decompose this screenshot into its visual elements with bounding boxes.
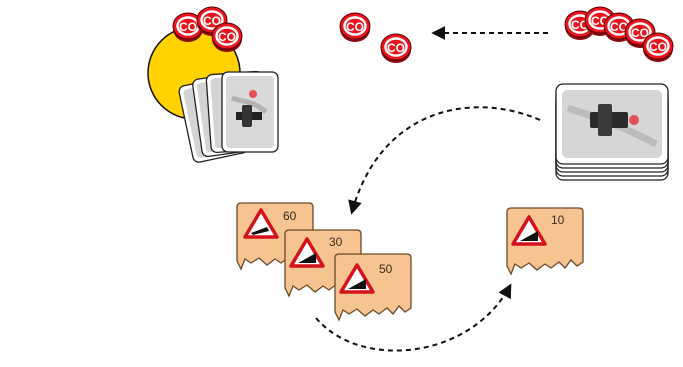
co-token-label: CO xyxy=(346,20,364,34)
co-token[interactable]: CO xyxy=(338,11,372,44)
race-car-icon xyxy=(566,104,658,148)
slope-card[interactable]: 60 xyxy=(236,202,314,270)
co-token[interactable]: CO xyxy=(602,11,636,44)
co-token[interactable]: CO xyxy=(641,31,675,64)
co-token-label: CO xyxy=(387,41,405,55)
co-token-moved: CO CO xyxy=(338,11,413,65)
slope-card-value: 60 xyxy=(283,209,297,223)
player-co-tokens: CO CO CO xyxy=(171,5,244,54)
hand-cards xyxy=(178,70,279,163)
co-token-label: CO xyxy=(179,20,197,34)
draw-deck[interactable] xyxy=(555,83,669,181)
co-token-label: CO xyxy=(649,40,667,54)
co-token[interactable]: CO xyxy=(623,17,657,50)
move-arrow-deck xyxy=(348,106,541,215)
co-token-label: CO xyxy=(610,20,628,34)
co-token[interactable]: CO xyxy=(563,9,597,42)
co-token-label: CO xyxy=(571,18,589,32)
co-token-label: CO xyxy=(203,14,221,28)
hand-card-top[interactable] xyxy=(221,71,279,153)
slope-card-destination[interactable]: 10 xyxy=(506,207,584,275)
co-token[interactable]: CO xyxy=(379,32,413,65)
co-token[interactable]: CO xyxy=(171,11,205,44)
slope-card[interactable]: 30 xyxy=(284,229,362,297)
co-token-supply: CO CO CO CO CO xyxy=(563,5,675,64)
co-token-label: CO xyxy=(631,26,649,40)
slope-card-value: 30 xyxy=(329,235,343,249)
slope-card[interactable]: 50 xyxy=(334,253,412,321)
co-token[interactable]: CO xyxy=(210,21,244,54)
race-car-icon xyxy=(231,90,268,127)
slope-card-value: 10 xyxy=(551,213,565,227)
co-token[interactable]: CO xyxy=(195,5,229,38)
slope-card-value: 50 xyxy=(379,262,393,276)
co-token-label: CO xyxy=(218,30,236,44)
